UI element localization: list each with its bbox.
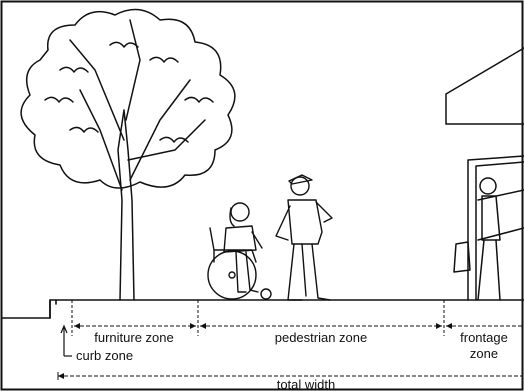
total-width-label: total width [277,377,336,391]
curb-zone-label: curb zone [76,348,133,363]
pedestrian-zone-label: pedestrian zone [275,330,368,345]
frontage-zone-label-line1: frontage [460,330,508,345]
furniture-zone-label: furniture zone [94,330,174,345]
frontage-zone-label-line2: zone [470,346,498,361]
